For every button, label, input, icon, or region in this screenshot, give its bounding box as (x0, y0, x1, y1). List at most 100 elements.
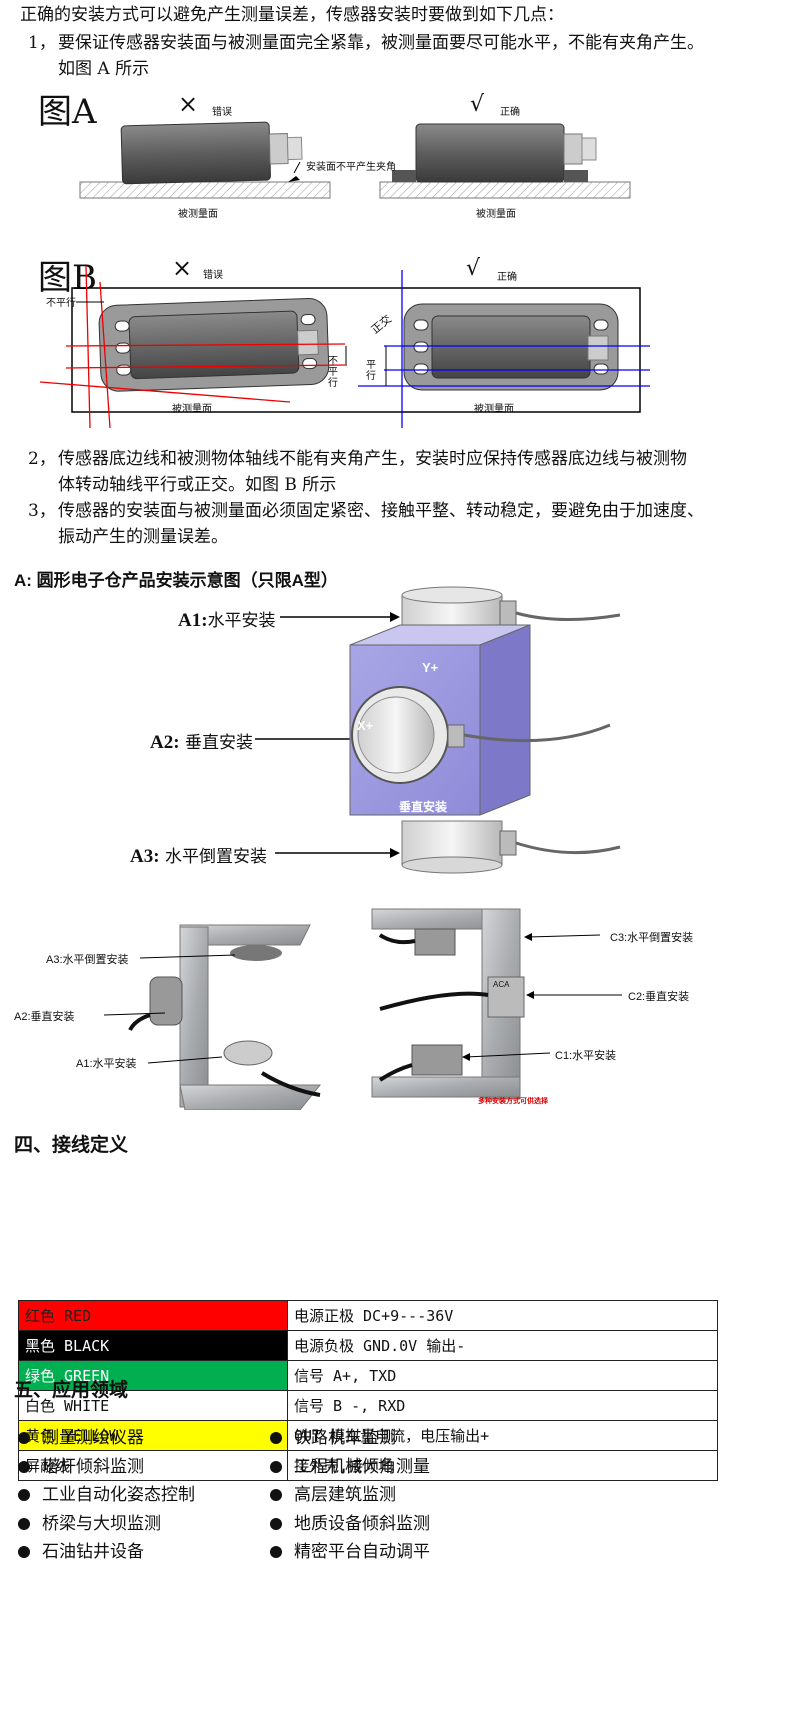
bracket-right-c3: C3:水平倒置安装 (610, 932, 694, 944)
application-label: 铁路机车监测 (294, 1428, 396, 1448)
applications-left-list: 测量测绘仪器 塔杆倾斜监测 工业自动化姿态控制 桥梁与大坝监测 石油钻井设备 (18, 1424, 195, 1567)
bracket-sensor-label: ACA (493, 980, 510, 989)
wire-color-green: 绿色 GREEN (18, 1360, 288, 1391)
table-row: 黄色 YELLOW OUT 模拟量电流，电压输出+ (18, 1420, 718, 1451)
a1-text: 水平安装 (207, 611, 276, 631)
list-item: 铁路机车监测 (270, 1424, 430, 1453)
a3-key: A3: (130, 846, 160, 867)
a2-text: 垂直安装 (179, 733, 253, 753)
wiring-table: 红色 RED 电源正极 DC+9---36V 黑色 BLACK 电源负极 GND… (18, 1300, 718, 1481)
figure-a-surface-left: 被测量面 (178, 209, 218, 220)
list-item: 高层建筑监测 (270, 1481, 430, 1510)
cube-bottom-label: 垂直安装 (399, 800, 448, 814)
point-1-line2: 如图 A 所示 (58, 59, 150, 79)
wire-definition: 信号 B -, RXD (287, 1390, 718, 1421)
bullet-icon (270, 1517, 282, 1530)
a1-key: A1: (178, 610, 208, 631)
cube-y-label: Y+ (422, 660, 439, 675)
point-2-line1: 传感器底边线和被测物体轴线不能有夹角产生，安装时应保持传感器底边线与被测物 (58, 449, 687, 469)
application-label: 地质设备倾斜监测 (294, 1513, 430, 1534)
wire-color-white: 白色 WHITE (18, 1390, 288, 1421)
a1-callout: A1:水平安装 (178, 606, 276, 632)
bullet-icon (270, 1489, 282, 1501)
bullet-icon (18, 1517, 30, 1530)
table-row: 红色 RED 电源正极 DC+9---36V (18, 1300, 718, 1331)
wire-shield: 屏蔽线 (18, 1450, 288, 1481)
a3-callout: A3: 水平倒置安装 (130, 842, 267, 868)
not-parallel-side-label: 不平行 (328, 356, 338, 389)
application-label: 精密平台自动调平 (294, 1542, 430, 1562)
section-a-title: A: 圆形电子仓产品安装示意图（只限A型） (14, 571, 338, 590)
a2-callout: A2: 垂直安装 (150, 728, 253, 754)
table-row: 绿色 GREEN 信号 A+, TXD (18, 1360, 718, 1391)
application-label: 塔杆倾斜监测 (42, 1456, 144, 1477)
wrong-mark-icon: × (172, 254, 193, 282)
list-item: 桥梁与大坝监测 (18, 1510, 195, 1539)
bracket-right-c2: C2:垂直安装 (628, 991, 690, 1003)
intro-text: 正确的安装方式可以避免产生测量误差，传感器安装时要做到如下几点： (20, 5, 564, 25)
point-1-line1: 要保证传感器安装面与被测量面完全紧靠，被测量面要尽可能水平，不能有夹角产生。 (58, 33, 704, 53)
wrong-mark-icon: × (178, 90, 199, 118)
bullet-icon (270, 1546, 282, 1558)
bracket-installation-photos (103, 908, 622, 1110)
right-mark-icon: √ (466, 256, 481, 281)
parallel-label: 平行 (366, 360, 376, 382)
list-item: 测量测绘仪器 (18, 1424, 195, 1453)
aligned-sensor (403, 303, 619, 391)
wire-definition: OUT 模拟量电流，电压输出+ (287, 1420, 718, 1451)
figure-b-surface-right: 被测量面 (474, 404, 514, 415)
figure-b-right-label: 正确 (497, 272, 517, 283)
bullet-icon (18, 1460, 30, 1473)
table-row: 黑色 BLACK 电源负极 GND.0V 输出- (18, 1330, 718, 1361)
table-row: 屏蔽线 接外壳,接大地 (18, 1450, 718, 1481)
flat-sensor (392, 123, 597, 183)
list-item: 工业自动化姿态控制 (18, 1481, 195, 1510)
wire-color-red: 红色 RED (18, 1300, 288, 1331)
figure-a-label: 图A (38, 92, 97, 132)
application-label: 高层建筑监测 (294, 1485, 396, 1505)
application-label: 桥梁与大坝监测 (42, 1513, 161, 1534)
bullet-icon (18, 1489, 30, 1501)
a3-text: 水平倒置安装 (159, 847, 267, 867)
bullet-icon (270, 1432, 282, 1444)
application-label: 工业自动化姿态控制 (42, 1485, 195, 1505)
figure-a-surface-right: 被测量面 (476, 209, 516, 220)
bracket-left-a3: A3:水平倒置安装 (46, 954, 129, 966)
wire-definition: 电源负极 GND.0V 输出- (287, 1330, 718, 1361)
bullet-icon (270, 1460, 282, 1473)
wire-definition: 信号 A+, TXD (287, 1360, 718, 1391)
list-item: 石油钻井设备 (18, 1538, 195, 1567)
applications-right-list: 铁路机车监测 工程机械倾角测量 高层建筑监测 地质设备倾斜监测 精密平台自动调平 (270, 1424, 430, 1567)
point-3-number: 3， (28, 501, 56, 521)
figure-a-angle-note: 安装面不平产生夹角 (306, 162, 396, 173)
point-2-number: 2， (28, 449, 56, 469)
list-item: 地质设备倾斜监测 (270, 1510, 430, 1539)
not-parallel-top-label: 不平行 (46, 298, 76, 309)
round-housing-diagram (255, 586, 621, 874)
point-1-number: 1， (28, 33, 56, 53)
bracket-left-a2: A2:垂直安装 (14, 1011, 75, 1023)
wire-definition: 接外壳,接大地 (287, 1450, 718, 1481)
list-item: 精密平台自动调平 (270, 1538, 430, 1567)
applications-heading: 五、应用领域 (14, 1380, 129, 1401)
point-2-line2: 体转动轴线平行或正交。如图 B 所示 (58, 475, 337, 495)
right-mark-icon: √ (470, 92, 485, 117)
figure-a-wrong-label: 错误 (212, 107, 232, 118)
install-options-note: 多种安装方式可供选择 (478, 1097, 548, 1105)
figure-a-drawing (79, 121, 631, 199)
list-item: 工程机械倾角测量 (270, 1453, 430, 1482)
application-label: 测量测绘仪器 (42, 1428, 144, 1448)
tilted-sensor (120, 121, 303, 185)
table-row: 白色 WHITE 信号 B -, RXD (18, 1390, 718, 1421)
application-label: 石油钻井设备 (42, 1542, 144, 1562)
wire-color-black: 黑色 BLACK (18, 1330, 288, 1361)
figure-b-drawing (39, 265, 650, 429)
wire-definition: 电源正极 DC+9---36V (287, 1300, 718, 1331)
application-label: 工程机械倾角测量 (294, 1456, 430, 1477)
bullet-icon (18, 1432, 30, 1444)
figure-b-surface-left: 被测量面 (172, 404, 212, 415)
point-3-line2: 振动产生的测量误差。 (58, 527, 228, 547)
bracket-right-c1: C1:水平安装 (555, 1050, 617, 1062)
bracket-left-a1: A1:水平安装 (76, 1058, 137, 1070)
point-3-line1: 传感器的安装面与被测量面必须固定紧密、接触平整、转动稳定，要避免由于加速度、 (58, 501, 704, 521)
